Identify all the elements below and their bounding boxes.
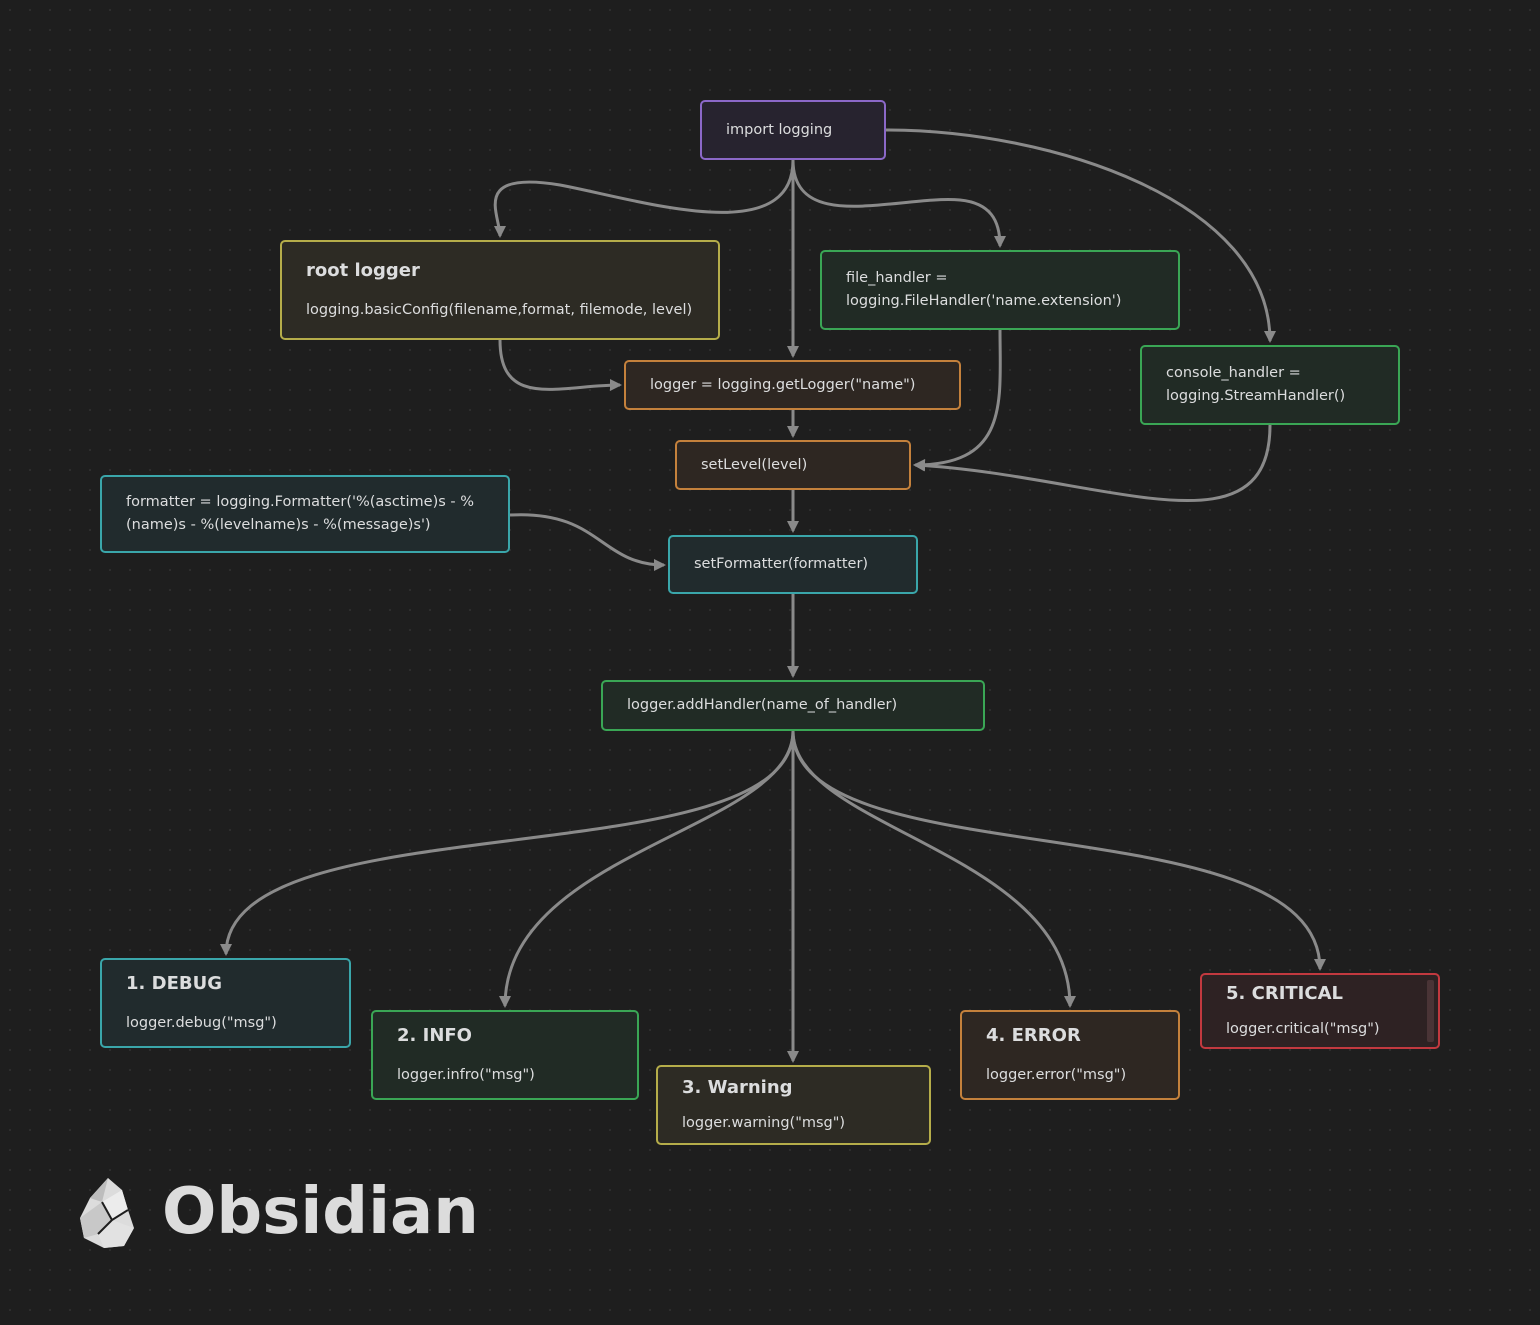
obsidian-logo-icon [80,1178,134,1248]
node-heading: 5. CRITICAL [1226,982,1343,1004]
brand-name: Obsidian [162,1175,479,1249]
edge-consolehandler-to-setlevel [913,424,1272,503]
edge-addhandler-to-debug [220,730,795,956]
node-set-level[interactable]: setLevel(level) [675,440,911,490]
node-console-handler[interactable]: console_handler = logging.StreamHandler(… [1140,345,1400,425]
node-text: setLevel(level) [701,456,808,473]
node-text: logger.critical("msg") [1226,1020,1380,1037]
node-debug[interactable]: 1. DEBUG logger.debug("msg") [100,958,351,1048]
edge-import-to-root [493,159,795,238]
node-text: setFormatter(formatter) [694,556,869,572]
edge-addhandler-to-error [791,730,1076,1008]
node-import-logging[interactable]: import logging [700,100,886,160]
node-text: logging.basicConfig(filename,format, fil… [306,301,693,318]
node-set-formatter[interactable]: setFormatter(formatter) [668,535,918,594]
node-heading: root logger [306,259,420,281]
node-text: logger.error("msg") [986,1066,1127,1083]
node-heading: 2. INFO [397,1024,472,1046]
brand: Obsidian [78,1172,479,1252]
node-text: logger.debug("msg") [126,1014,277,1031]
node-formatter[interactable]: formatter = logging.Formatter('%(asctime… [100,475,510,553]
node-warning[interactable]: 3. Warning logger.warning("msg") [656,1065,931,1145]
node-scrollbar[interactable] [1427,980,1434,1042]
node-add-handler[interactable]: logger.addHandler(name_of_handler) [601,680,985,731]
node-text: logger.addHandler(name_of_handler) [627,697,898,713]
edge-import-to-filehandler [791,159,1006,248]
node-heading: 3. Warning [682,1076,793,1098]
edge-formatter-to-setformatter [509,513,666,571]
node-text: import logging [726,121,833,138]
node-root-logger[interactable]: root logger logging.basicConfig(filename… [280,240,720,340]
node-error[interactable]: 4. ERROR logger.error("msg") [960,1010,1180,1100]
node-text: console_handler = logging.StreamHandler(… [1166,365,1346,404]
edge-root-to-getlogger [498,339,622,392]
node-get-logger[interactable]: logger = logging.getLogger("name") [624,360,961,410]
node-file-handler[interactable]: file_handler = logging.FileHandler('name… [820,250,1180,330]
edge-addhandler-to-critical [791,730,1326,971]
node-heading: 4. ERROR [986,1024,1081,1046]
node-info[interactable]: 2. INFO logger.infro("msg") [371,1010,639,1100]
node-critical[interactable]: 5. CRITICAL logger.critical("msg") [1200,973,1440,1049]
node-text: formatter = logging.Formatter('%(asctime… [126,494,475,533]
node-text: logger.infro("msg") [397,1066,535,1083]
edge-addhandler-to-info [499,730,795,1008]
node-text: logger = logging.getLogger("name") [650,376,916,393]
node-heading: 1. DEBUG [126,972,222,994]
node-text: logger.warning("msg") [682,1114,846,1131]
node-text: file_handler = logging.FileHandler('name… [846,270,1122,309]
